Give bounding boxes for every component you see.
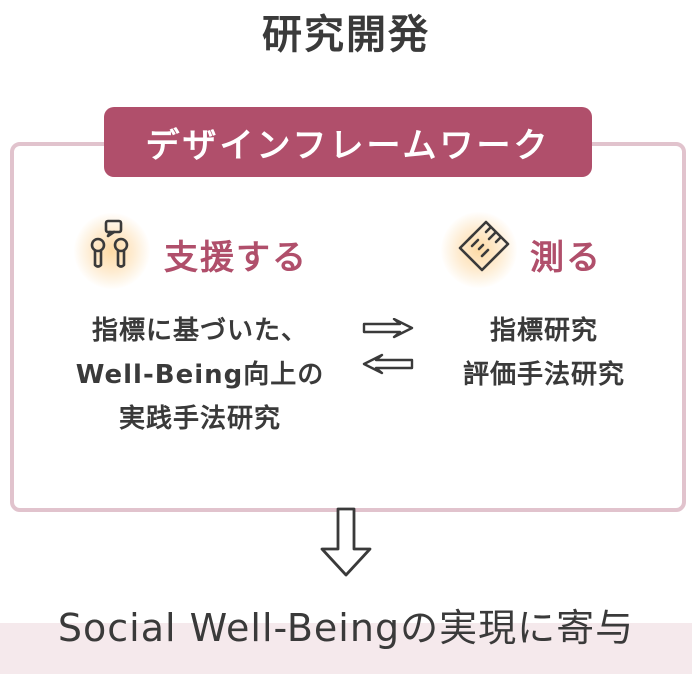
support-line-1: 指標に基づいた、	[91, 316, 308, 346]
support-icon-glow	[74, 213, 150, 289]
ruler-icon	[458, 220, 510, 272]
measure-line-2: 評価手法研究	[462, 360, 625, 390]
bidirectional-arrows-icon	[362, 318, 414, 375]
support-line-3: 実践手法研究	[118, 404, 281, 434]
framework-frame	[10, 142, 686, 512]
framework-badge: デザインフレームワーク	[104, 107, 592, 177]
result-highlight-band	[0, 623, 692, 674]
support-description: 指標に基づいた、 Well-Being向上の 実践手法研究	[50, 309, 350, 441]
down-arrow-icon	[320, 507, 372, 577]
measure-heading: 測る	[530, 238, 602, 278]
measure-line-1: 指標研究	[489, 316, 598, 346]
page-title: 研究開発	[262, 12, 430, 58]
measure-description: 指標研究 評価手法研究	[434, 309, 654, 397]
support-heading: 支援する	[164, 238, 308, 278]
result-text: Social Well-Beingの実現に寄与	[57, 606, 635, 650]
people-chat-icon	[90, 219, 129, 268]
support-line-2: Well-Being向上の	[75, 360, 325, 390]
